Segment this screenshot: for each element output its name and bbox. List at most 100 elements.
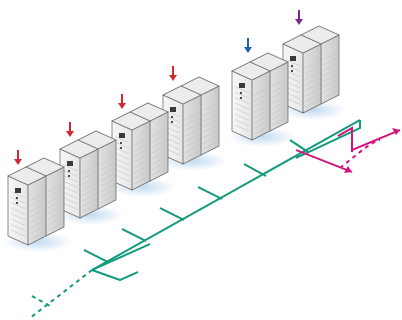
unit-feed-2: [121, 228, 147, 242]
ups-unit-3-cab-b-vent: [151, 129, 167, 137]
ups-unit-5: [231, 52, 289, 141]
ups-unit-1-cab-a-vent: [29, 220, 45, 229]
bus-continuation-line: [31, 295, 51, 307]
arrow-head: [118, 103, 126, 109]
ups-unit-5-cab-a-vent: [234, 102, 250, 110]
ups-unit-3-cab-b-vent: [151, 156, 167, 165]
ups-unit-1-cab-a-vent: [29, 231, 45, 240]
ups-unit-3-cab-b-vent: [151, 134, 167, 143]
ups-unit-1-cab-b-vent: [47, 189, 63, 198]
ups-unit-6-cab-a-vent: [304, 88, 320, 97]
ups-unit-2-cab-b-vent: [99, 195, 115, 204]
ups-unit-4-cab-b-vent: [202, 103, 218, 111]
unit-feed-6: [289, 139, 309, 153]
ups-unit-5-cab-a-vent: [234, 108, 250, 116]
ups-unit-6-cab-b-vent: [322, 74, 338, 82]
ups-unit-5-cab-b-vent: [271, 101, 287, 109]
ups-unit-3: [111, 102, 169, 191]
ups-unit-1-cab-a-vent: [10, 191, 26, 199]
ups-unit-4-cab-b-vent: [202, 136, 218, 144]
ups-unit-4-cab-a-vent: [184, 123, 200, 131]
ups-unit-3-cab-a-vent: [133, 138, 149, 146]
ups-unit-6-cab-b-vent: [322, 63, 338, 71]
wiring-back-layer: [29, 119, 361, 319]
ups-unit-1-cab-a-vent: [29, 209, 45, 218]
display-panel-icon: [15, 188, 21, 193]
common-bus-line: [295, 120, 361, 159]
ups-unit-4-cab-b-vent: [202, 108, 218, 117]
arrow-head: [66, 131, 74, 137]
ups-unit-6-cab-b-vent: [322, 57, 338, 66]
ups-unit-2-cab-a-vent: [81, 182, 97, 191]
ups-unit-3-cab-a-vent: [114, 141, 130, 149]
unit-feed-5: [243, 163, 267, 177]
ups-unit-4-cab-a-vent: [184, 134, 200, 142]
ups-unit-2-cab-b-vent: [99, 173, 115, 182]
common-bus-line: [91, 243, 151, 271]
ups-unit-2-cab-a-vent: [62, 186, 78, 194]
ups-unit-6-cab-a-vent: [304, 77, 320, 86]
display-panel-icon: [290, 56, 296, 61]
ups-unit-1-cab-b-vent: [47, 200, 63, 209]
ups-unit-3-cab-b-vent: [151, 140, 167, 148]
ups-unit-2-cab-a-vent: [81, 204, 97, 213]
ups-unit-4-cab-b-vent: [202, 119, 218, 128]
ups-unit-2: [59, 130, 117, 219]
ups-unit-2-cab-b-vent: [99, 157, 115, 165]
ups-unit-5-cab-a-vent: [253, 126, 269, 135]
ups-unit-6-cab-a-vent: [304, 72, 320, 80]
ups-unit-4-cab-a-vent: [184, 150, 200, 159]
display-panel-icon: [239, 83, 245, 88]
ups-unit-4-cab-a-vent: [184, 145, 200, 153]
ups-unit-2-cab-b-vent: [99, 162, 115, 171]
unit-feed-1: [83, 249, 109, 263]
ups-unit-1-cab-a-vent: [10, 207, 26, 215]
red-down-arrow-icon: [14, 150, 22, 165]
ups-unit-6-cab-a-top: [282, 34, 322, 54]
red-down-arrow-icon: [118, 94, 126, 109]
status-led-icon: [15, 201, 19, 205]
ups-unit-5-cab-b-vent: [271, 117, 287, 126]
ups-unit-5-cab-b-vent: [271, 95, 287, 104]
ups-unit-2-cab-a-vent: [81, 188, 97, 196]
ups-unit-2-cab-a-vent: [81, 166, 97, 174]
indicator-arrow-layer: [14, 10, 303, 165]
ups-unit-1-cab-a-vent: [29, 204, 45, 212]
ups-unit-4-cab-b-vent: [202, 141, 218, 150]
display-panel-icon: [119, 133, 125, 138]
ups-unit-1-cab-a-top: [7, 166, 47, 186]
ups-unit-6: [282, 25, 340, 114]
ups-unit-2-cab-a-vent: [62, 197, 78, 205]
ups-unit-3-cab-a-vent: [133, 149, 149, 157]
ups-unit-2-cab-a-vent: [81, 199, 97, 207]
ups-unit-6-cab-b-vent: [322, 90, 338, 99]
display-panel-icon: [170, 107, 176, 112]
ups-unit-1-cab-b-vent: [47, 195, 63, 203]
ups-unit-5-cab-a-vent: [234, 86, 250, 94]
ups-unit-6-cab-b-vent: [322, 85, 338, 93]
ups-unit-6-cab-a-vent: [285, 59, 301, 67]
ups-unit-3-cab-a-vent: [133, 171, 149, 179]
ups-unit-3-cab-a-vent: [114, 152, 130, 160]
status-led-icon: [239, 96, 243, 100]
unit-feed-4: [197, 186, 223, 200]
ups-unit-6-cab-a-vent: [304, 83, 320, 91]
bus-continuation-line: [29, 269, 93, 319]
ups-unit-3-cab-a-vent: [114, 147, 130, 155]
ups-unit-3-cab-b-vent: [151, 145, 167, 154]
ups-unit-3-cab-b-vent: [151, 167, 167, 176]
ups-unit-5-cab-a-vent: [253, 93, 269, 102]
output-branch-dashed: [339, 139, 381, 169]
ups-unit-1-cab-a-vent: [10, 196, 26, 204]
ups-unit-4-cab-b-vent: [202, 114, 218, 122]
status-led-icon: [290, 69, 294, 73]
ups-unit-3-cab-a-top: [111, 111, 151, 131]
ups-unit-3-cab-a-vent: [133, 160, 149, 168]
ups-unit-5-cab-a-vent: [253, 110, 269, 118]
ups-unit-2-cab-b-vent: [99, 168, 115, 176]
ups-unit-5-cab-a-top: [231, 61, 271, 81]
ups-unit-4-cab-a-vent: [184, 117, 200, 126]
ups-unit-2-cab-b-vent: [99, 190, 115, 198]
ups-unit-4-cab-b-vent: [202, 125, 218, 133]
ups-unit-4-cab-a-vent: [184, 128, 200, 137]
